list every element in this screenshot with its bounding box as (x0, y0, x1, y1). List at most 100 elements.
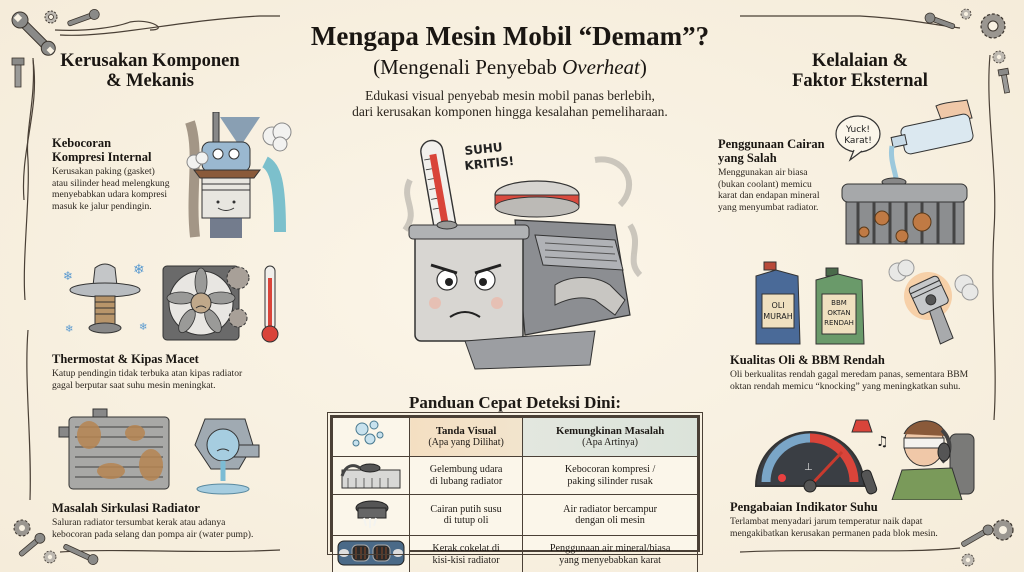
wrench-icon (18, 532, 46, 557)
item-title: Pengabaian Indikator Suhu (730, 500, 878, 514)
jug-label: MURAH (763, 312, 792, 321)
low-octane-fuel-jug-icon: BBM OKTAN RENDAH (815, 267, 865, 345)
cell-line: Kerak cokelat di (432, 543, 500, 555)
right-section-title: Kelalaian & Faktor Eksternal (760, 51, 960, 92)
title-line: Penggunaan Cairan (718, 137, 825, 151)
cell-line: Kebocoran kompresi / (564, 463, 656, 475)
title-line: Kebocoran (52, 136, 112, 150)
oil-cap-milky-icon (332, 494, 410, 537)
bolt-icon (997, 67, 1011, 94)
subtitle-text: (Mengenali Penyebab (373, 55, 563, 79)
cause-ignored-temperature-indicator: Pengabaian Indikator Suhu Terlambat meny… (730, 500, 1010, 539)
knocking-piston-icon (888, 259, 979, 345)
thermostat-fan-thermometer-icon: ❄ ❄ ❄ ❄ (63, 262, 279, 343)
svg-text:❄: ❄ (63, 269, 73, 283)
speech-line: Karat! (844, 136, 872, 146)
gear-icon (13, 519, 31, 537)
intro-line: dari kerusakan komponen hingga kesalahan… (352, 104, 668, 120)
cell-line: di tutup oli (443, 515, 489, 527)
title-line: yang Salah (718, 151, 777, 165)
intro-line: Edukasi visual penyebab mesin mobil pana… (365, 88, 655, 103)
item-title: Thermostat & Kipas Macet (52, 352, 199, 366)
cause-radiator-circulation: Masalah Sirkulasi Radiator Saluran radia… (52, 501, 312, 540)
desc-line: Saluran radiator tersumbat kerak atau ad… (52, 517, 226, 528)
desc-line: oktan rendah memicu “knocking” yang meni… (730, 380, 961, 392)
water-bottle-rusty-radiator-icon: Yuck! Karat! (835, 99, 974, 245)
leaking-water-pump-icon (194, 418, 260, 495)
guide-title: Panduan Cepat Deteksi Dini: (408, 393, 622, 412)
speech-line: Yuck! (845, 125, 870, 135)
radiator-bubbles-icon (332, 417, 410, 457)
title-line: Kerusakan Komponen (60, 51, 240, 71)
header-title: Tanda Visual (435, 424, 497, 437)
temperature-gauge-blindfolded-driver-icon: ⊥ ♫ (754, 419, 975, 500)
page-subtitle: (Mengenali Penyebab Overheat) (290, 56, 730, 79)
angry-overheating-engine-icon: SUHU KRITIS! (402, 139, 643, 370)
title-line: Kelalaian & (811, 51, 909, 71)
warning-light-icon (851, 419, 873, 433)
desc-line: kebocoran pada selang dan pompa air (wat… (52, 528, 254, 540)
title-line: Kompresi Internal (52, 150, 152, 164)
suhu-label: SUHU (464, 140, 503, 158)
title-line: & Mekanis (106, 70, 194, 91)
title-line: Faktor Eksternal (792, 70, 928, 91)
desc-line: atau silinder head melengkung (52, 177, 170, 189)
desc-line: yang menyumbat radiator. (718, 202, 819, 214)
rusty-radiator-icon (841, 177, 968, 245)
cell-line: kisi-kisi radiator (432, 555, 500, 567)
car-grille-rust-icon (332, 535, 410, 572)
gear-icon (980, 13, 1006, 39)
cracked-piston-gasket-icon (185, 112, 292, 238)
desc-line: Terlambat menyadari jarum temperatur nai… (730, 516, 923, 527)
cell-line: Air radiator bercampur (563, 503, 658, 515)
item-description: Kerusakan paking (gasket) atau silinder … (52, 166, 192, 213)
item-description: Menggunakan air biasa (bukan coolant) me… (718, 167, 838, 214)
gear-icon (961, 553, 975, 567)
gear-icon (43, 550, 57, 564)
desc-line: Menggunakan air biasa (718, 167, 808, 178)
jug-label: BBM (831, 299, 847, 307)
item-title: Kualitas Oli & BBM Rendah (730, 353, 885, 367)
header-visual-sign: Tanda Visual (Apa yang Dilihat) (408, 417, 524, 457)
header-subtitle: (Apa Artinya) (582, 437, 638, 449)
cell-problem: Kebocoran kompresi /paking silinder rusa… (522, 455, 698, 496)
bolt-icon (11, 57, 25, 88)
intro-text: Edukasi visual penyebab mesin mobil pana… (290, 88, 730, 120)
clogged-radiator-icon (58, 408, 170, 490)
svg-text:❄: ❄ (133, 262, 145, 278)
music-note-icon: ♫ (876, 434, 889, 450)
desc-line: Kerusakan paking (gasket) (52, 166, 155, 177)
thermometer-icon (420, 139, 457, 237)
header-title: Kemungkinan Masalah (555, 424, 665, 437)
subtitle-suffix: ) (639, 55, 647, 79)
table-header-row: Tanda Visual (Apa yang Dilihat) Kemungki… (332, 417, 698, 457)
cell-line: yang menyebabkan karat (559, 555, 661, 567)
cell-line: paking silinder rusak (567, 475, 653, 487)
item-description: Saluran radiator tersumbat kerak atau ad… (52, 517, 312, 540)
desc-line: mengakibatkan kerusakan permanen pada bl… (730, 527, 938, 539)
item-description: Oli berkualitas rendah gagal meredam pan… (730, 369, 1005, 392)
desc-line: gagal berputar saat suhu mesin meningkat… (52, 379, 216, 391)
radiator-cap-icon (332, 455, 410, 496)
wrench-icon (67, 9, 100, 27)
cause-low-quality-oil-fuel: Kualitas Oli & BBM Rendah Oli berkualita… (730, 353, 1005, 392)
item-description: Terlambat menyadari jarum temperatur nai… (730, 516, 1010, 539)
desc-line: karat dan endapan mineral (718, 190, 820, 202)
oil-jugs-knocking-piston-icon: OLI MURAH BBM OKTAN RENDAH (755, 259, 979, 345)
thermostat-icon: ❄ ❄ ❄ ❄ (63, 262, 147, 335)
speech-bubble: Yuck! Karat! (835, 115, 881, 162)
gear-icon (44, 10, 58, 24)
